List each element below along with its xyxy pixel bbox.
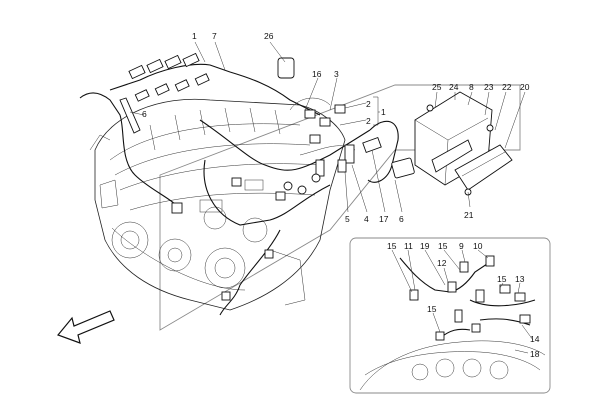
ecu-bracket-assembly — [414, 91, 513, 196]
inset-callout-13: 13 — [515, 274, 525, 284]
inset-callout-9: 9 — [459, 241, 464, 251]
inset-callout-11: 11 — [404, 241, 413, 251]
callout-2: 2 — [366, 99, 371, 109]
direction-arrow-icon — [56, 310, 115, 344]
callout-1: 1 — [381, 107, 386, 117]
callout-17: 17 — [379, 214, 389, 224]
leader-lines — [129, 41, 526, 213]
callout-26: 26 — [264, 31, 274, 41]
inset-callout-14: 14 — [530, 334, 540, 344]
callout-labels: 1 7 26 16 3 6 2 2 1 5 4 17 6 25 24 8 23 … — [142, 31, 530, 224]
callout-6: 6 — [142, 109, 147, 119]
callout-4: 4 — [364, 214, 369, 224]
assembly-frame — [159, 84, 521, 331]
callout-21: 21 — [464, 210, 474, 220]
inset-callout-15: 15 — [497, 274, 507, 284]
callout-25: 25 — [432, 82, 442, 92]
inset-callout-labels: 15 11 19 15 9 10 12 15 13 15 14 18 — [387, 241, 540, 359]
callout-2: 2 — [366, 116, 371, 126]
callout-7: 7 — [212, 31, 217, 41]
inset-callout-10: 10 — [473, 241, 483, 251]
inset-callout-15: 15 — [427, 304, 437, 314]
callout-5: 5 — [345, 214, 350, 224]
callout-6: 6 — [399, 214, 404, 224]
callout-22: 22 — [502, 82, 512, 92]
inset-leader-lines — [391, 249, 534, 354]
inset-callout-15: 15 — [387, 241, 397, 251]
callout-8: 8 — [469, 82, 474, 92]
callout-20: 20 — [520, 82, 530, 92]
wiring-harness — [79, 63, 399, 316]
connector-cluster — [283, 104, 415, 195]
engine-block — [89, 98, 346, 311]
callout-24: 24 — [449, 82, 459, 92]
inset-callout-12: 12 — [437, 258, 447, 268]
callout-16: 16 — [312, 69, 322, 79]
ignition-coil-group — [119, 52, 295, 134]
callout-3: 3 — [334, 69, 339, 79]
inset-callout-15: 15 — [438, 241, 448, 251]
callout-1: 1 — [192, 31, 197, 41]
inset-detail-panel — [349, 237, 551, 394]
callout-23: 23 — [484, 82, 494, 92]
inset-callout-19: 19 — [420, 241, 430, 251]
inset-callout-18: 18 — [530, 349, 540, 359]
